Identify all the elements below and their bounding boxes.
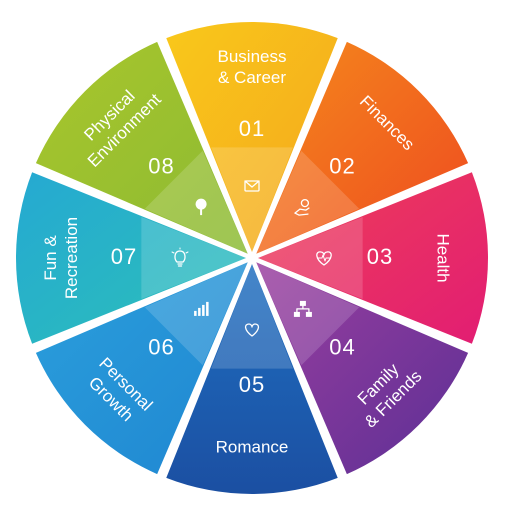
segment-01: Business & Career 01 (218, 47, 287, 192)
segment-01-wedge (166, 21, 338, 252)
segment-08-wedge (35, 41, 248, 254)
segment-07-label-line: Fun & (41, 235, 60, 281)
segment-05-label: Romance (216, 437, 289, 456)
segment-02-wedge (256, 41, 469, 254)
segment-01-label-line: Business (218, 47, 287, 66)
segment-03-inner-highlight (258, 217, 363, 299)
segment-07-label: Fun &Recreation (41, 217, 81, 299)
segment-05-wedge (166, 264, 338, 495)
family-tree-icon (293, 300, 312, 317)
segment-05-number: 05 (239, 372, 265, 397)
segment-05-inner-highlight (211, 264, 293, 369)
segment-03-wedge (258, 172, 488, 344)
segment-01-label-line: & Career (218, 68, 286, 87)
envelope-icon (244, 180, 260, 192)
segment-07-label-line: Recreation (62, 217, 81, 299)
segment-01-inner-highlight (211, 147, 293, 252)
segment-03-number: 03 (367, 244, 393, 269)
heart-icon (244, 323, 260, 337)
lightbulb-icon (171, 247, 189, 267)
segment-03-label: Health (434, 233, 453, 282)
segment-01-number: 01 (239, 116, 265, 141)
segment-08-number: 08 (148, 153, 174, 178)
money-hand-icon (294, 198, 310, 216)
segment-07-inner-highlight (141, 217, 246, 299)
segment-02-number: 02 (329, 153, 355, 178)
segment-03: Health 03 (316, 233, 453, 283)
segment-03-label-line: Health (434, 233, 453, 282)
segment-05: Romance 05 (216, 323, 289, 456)
segment-04-number: 04 (329, 334, 355, 359)
segment-07-wedge (15, 172, 246, 344)
growth-chart-icon (194, 301, 209, 316)
segment-07-number: 07 (111, 244, 137, 269)
segment-07: Fun &Recreation 07 (41, 217, 189, 299)
heartbeat-icon (316, 251, 332, 266)
segment-06-number: 06 (148, 334, 174, 359)
tree-icon (195, 198, 207, 216)
segment-05-label-line: Romance (216, 437, 289, 456)
segment-01-label: Business & Career (218, 47, 287, 87)
